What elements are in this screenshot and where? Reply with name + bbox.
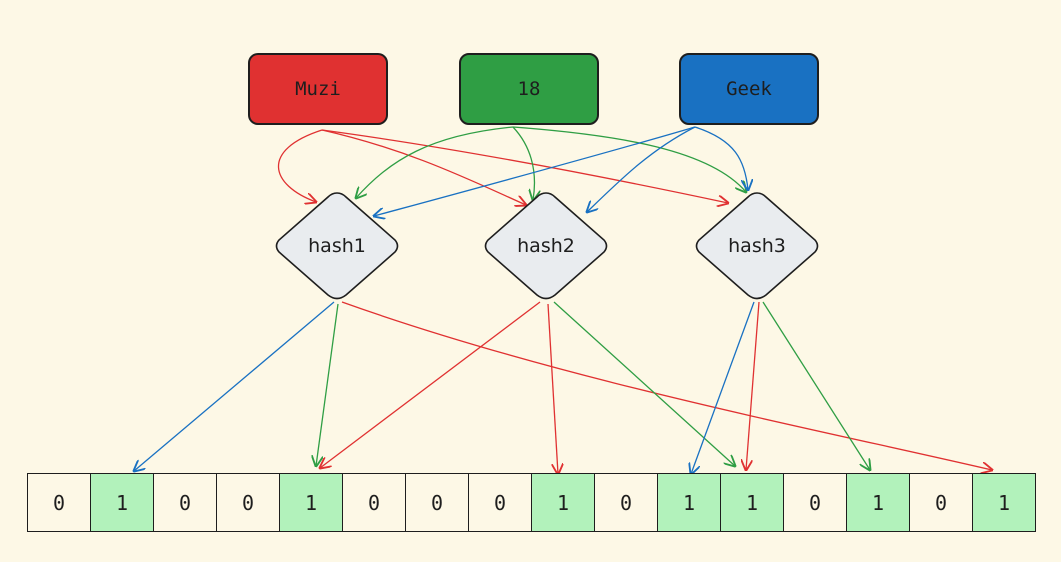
bit-cell-5: 0 bbox=[342, 473, 406, 532]
arrow-geek-hash1 bbox=[374, 126, 696, 216]
arrow-hash1-bit1-blue bbox=[134, 301, 335, 471]
input-node-geek: Geek bbox=[679, 53, 819, 125]
bit-value: 0 bbox=[493, 490, 507, 515]
diamond-shape bbox=[275, 192, 399, 300]
input-node-18: 18 bbox=[459, 53, 599, 125]
arrow-hash3-bit13-green bbox=[762, 301, 870, 470]
hash-node-1: hash1 bbox=[272, 190, 402, 302]
bit-value: 1 bbox=[115, 490, 129, 515]
arrow-hash2-bit11-green bbox=[553, 301, 735, 466]
arrow-hash2-bit4-red bbox=[320, 301, 541, 468]
bit-cell-11: 1 bbox=[720, 473, 784, 532]
arrow-18-hash1 bbox=[356, 126, 514, 198]
hash-node-3: hash3 bbox=[692, 190, 822, 302]
arrow-hash2-bit8-red bbox=[547, 303, 558, 474]
diamond-shape bbox=[484, 192, 608, 300]
input-label-geek: Geek bbox=[726, 78, 772, 100]
bit-value: 0 bbox=[430, 490, 444, 515]
bit-value: 1 bbox=[556, 490, 570, 515]
diamond-shape bbox=[695, 192, 819, 300]
bit-cell-7: 0 bbox=[468, 473, 532, 532]
bit-cell-1: 1 bbox=[90, 473, 154, 532]
bit-cell-12: 0 bbox=[783, 473, 847, 532]
bit-value: 1 bbox=[997, 490, 1011, 515]
input-label-18: 18 bbox=[517, 78, 541, 100]
bit-value: 0 bbox=[934, 490, 948, 515]
bit-cell-8: 1 bbox=[531, 473, 595, 532]
bit-cell-15: 1 bbox=[972, 473, 1036, 532]
hash-label-3: hash3 bbox=[728, 235, 786, 257]
arrow-geek-hash2 bbox=[587, 126, 696, 212]
bit-cell-0: 0 bbox=[27, 473, 91, 532]
arrow-18-hash3 bbox=[512, 126, 746, 192]
bit-value: 0 bbox=[241, 490, 255, 515]
hash-label-1: hash1 bbox=[308, 235, 366, 257]
bit-value: 0 bbox=[52, 490, 66, 515]
input-label-muzi: Muzi bbox=[295, 78, 341, 100]
bit-value: 1 bbox=[304, 490, 318, 515]
bit-cell-13: 1 bbox=[846, 473, 910, 532]
bit-cell-2: 0 bbox=[153, 473, 217, 532]
arrow-muzi-hash1 bbox=[277, 129, 323, 202]
bit-cell-6: 0 bbox=[405, 473, 469, 532]
bit-cell-9: 0 bbox=[594, 473, 658, 532]
bit-value: 1 bbox=[871, 490, 885, 515]
bit-value: 0 bbox=[808, 490, 822, 515]
bit-cell-3: 0 bbox=[216, 473, 280, 532]
bit-cell-14: 0 bbox=[909, 473, 973, 532]
bit-value: 0 bbox=[178, 490, 192, 515]
arrow-muzi-hash2 bbox=[321, 129, 526, 205]
arrow-hash3-bit10-blue bbox=[691, 301, 755, 474]
arrow-hash1-bit15-red bbox=[341, 301, 992, 470]
input-node-muzi: Muzi bbox=[248, 53, 388, 125]
bit-value: 1 bbox=[682, 490, 696, 515]
bit-value: 0 bbox=[619, 490, 633, 515]
arrow-muzi-hash3 bbox=[321, 129, 728, 203]
arrow-hash1-bit4-green bbox=[316, 303, 339, 466]
arrow-hash3-bit11-red bbox=[746, 301, 760, 470]
hash-node-2: hash2 bbox=[481, 190, 611, 302]
bit-cell-10: 1 bbox=[657, 473, 721, 532]
bit-value: 0 bbox=[367, 490, 381, 515]
arrow-18-hash2 bbox=[512, 126, 534, 200]
bit-value: 1 bbox=[745, 490, 759, 515]
bit-cell-4: 1 bbox=[279, 473, 343, 532]
arrow-geek-hash3 bbox=[694, 126, 748, 190]
hash-label-2: hash2 bbox=[517, 235, 575, 257]
